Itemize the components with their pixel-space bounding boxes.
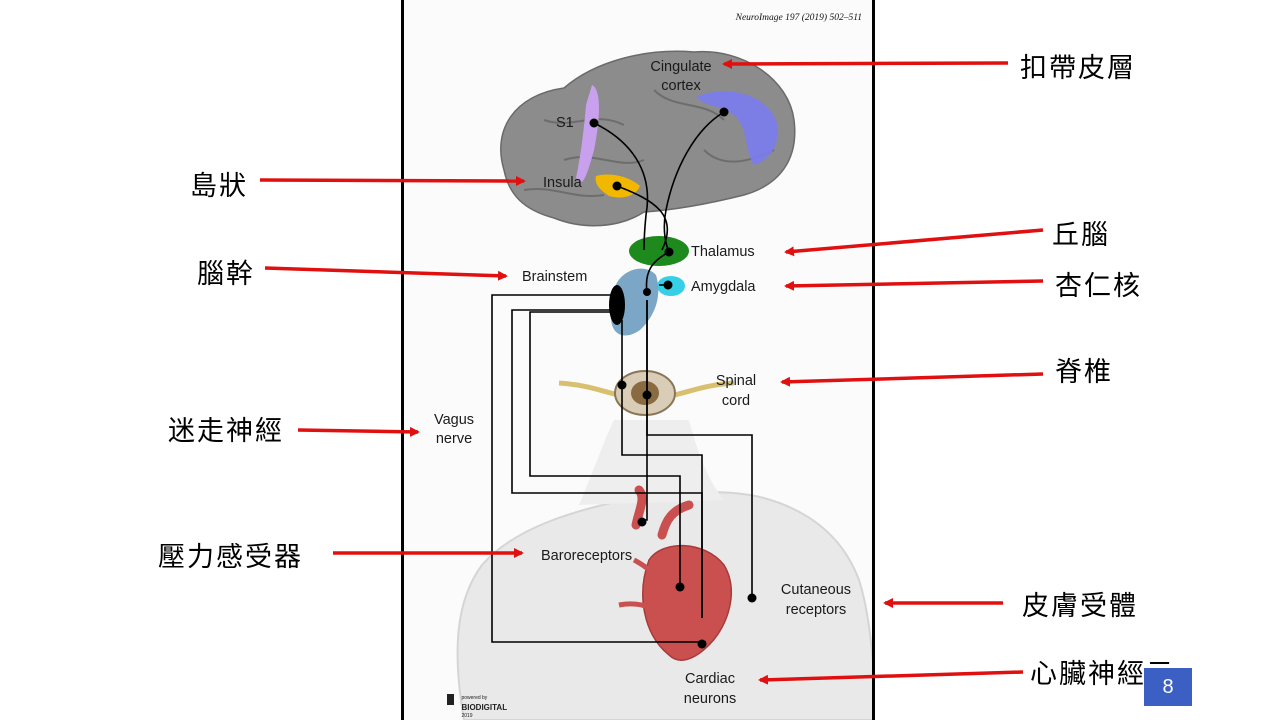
s1-highlight: [576, 85, 599, 182]
label-baroreceptors: Baroreceptors: [541, 548, 632, 564]
logo-year: 2019: [461, 713, 473, 719]
pathway-lines: [491, 111, 753, 643]
neck-shape: [579, 420, 724, 505]
cingulate-highlight: [696, 91, 778, 165]
label-vagus: Vagus: [434, 412, 474, 428]
label-amygdala: Amygdala: [691, 279, 756, 295]
path-vagus-outer: [491, 294, 706, 643]
brain-sulci: [523, 89, 775, 197]
biodigital-logo-mark: [447, 694, 454, 705]
logo-powered-by: powered by: [461, 695, 488, 701]
label-s1: S1: [556, 115, 574, 131]
node-cutaneous: [747, 593, 757, 603]
annotation-spinal-cord: 脊椎: [1055, 357, 1113, 388]
aorta: [631, 485, 694, 540]
node-brainstem: [643, 288, 651, 296]
brainstem-nucleus: [609, 285, 625, 325]
label-neurons: neurons: [684, 691, 736, 707]
thalamus-shape: [629, 236, 689, 266]
logo-brand: BIODIGITAL: [461, 703, 508, 712]
label-cardiac: Cardiac: [685, 671, 735, 687]
node-spinal-right: [642, 390, 652, 400]
label-cortex: cortex: [661, 78, 701, 94]
annotation-brainstem: 腦幹: [197, 259, 255, 290]
annotation-cingulate-cortex: 扣帶皮層: [1020, 53, 1136, 84]
annotation-insula: 島狀: [190, 171, 248, 202]
neural-pathway-figure: Cingulate cortex S1 Insula Thalamus Brai…: [401, 0, 875, 720]
label-thalamus: Thalamus: [691, 244, 755, 260]
node-s1: [589, 118, 599, 128]
node-amygdala: [663, 280, 673, 290]
label-brainstem: Brainstem: [522, 269, 587, 285]
annotation-vagus-nerve: 迷走神經: [168, 416, 284, 447]
label-receptors: receptors: [786, 602, 846, 618]
figure-drawing: Cingulate cortex S1 Insula Thalamus Brai…: [434, 50, 872, 720]
label-cord: cord: [722, 393, 750, 409]
path-insula-thalamus: [616, 185, 669, 251]
node-insula: [612, 181, 622, 191]
node-spinal-left: [617, 380, 627, 390]
heart-illustration: [618, 485, 732, 661]
brain-illustration: [500, 50, 796, 227]
arrow-vagus: [297, 426, 420, 437]
heart-shape: [642, 544, 732, 661]
label-cingulate: Cingulate: [650, 59, 711, 75]
label-spinal: Spinal: [716, 373, 756, 389]
spinal-nerve-left: [558, 380, 620, 398]
heart-vessels: [618, 557, 676, 623]
node-heart-lower: [697, 639, 707, 649]
label-insula: Insula: [543, 175, 583, 191]
label-cutaneous: Cutaneous: [781, 582, 851, 598]
annotation-amygdala: 杏仁核: [1055, 271, 1142, 302]
node-cingulate: [719, 107, 729, 117]
node-thalamus: [664, 247, 674, 257]
annotation-cutaneous-receptors: 皮膚受體: [1022, 591, 1138, 622]
page-number-badge: 8: [1144, 668, 1192, 706]
pathway-nodes: [589, 107, 757, 649]
journal-citation: NeuroImage 197 (2019) 502–511: [735, 13, 862, 23]
node-heart-upper: [675, 582, 685, 592]
path-vagus-inner: [529, 311, 681, 585]
annotation-thalamus: 丘腦: [1052, 220, 1110, 251]
path-s1-thalamus: [593, 122, 649, 251]
node-baroreceptor: [637, 517, 647, 527]
spinal-nerve-right: [673, 380, 735, 398]
biodigital-logo: powered by BIODIGITAL 2019: [447, 694, 507, 720]
annotation-baroreceptors: 壓力感受器: [158, 542, 303, 573]
label-nerve: nerve: [436, 431, 472, 447]
